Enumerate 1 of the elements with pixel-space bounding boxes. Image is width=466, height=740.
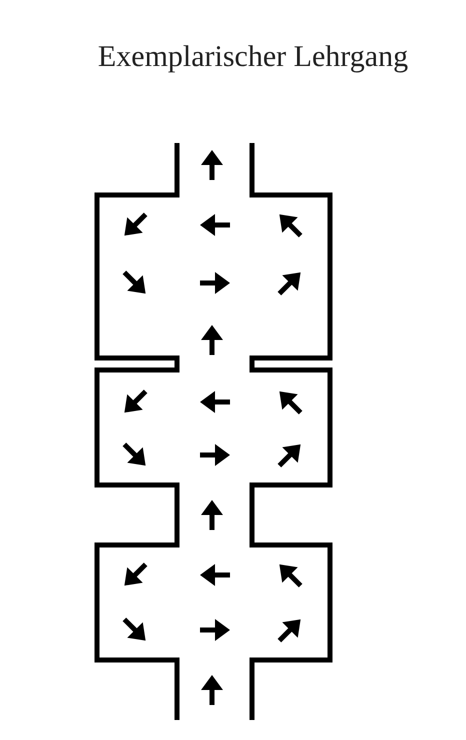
title: Exemplarischer Lehrgang [96,40,410,74]
